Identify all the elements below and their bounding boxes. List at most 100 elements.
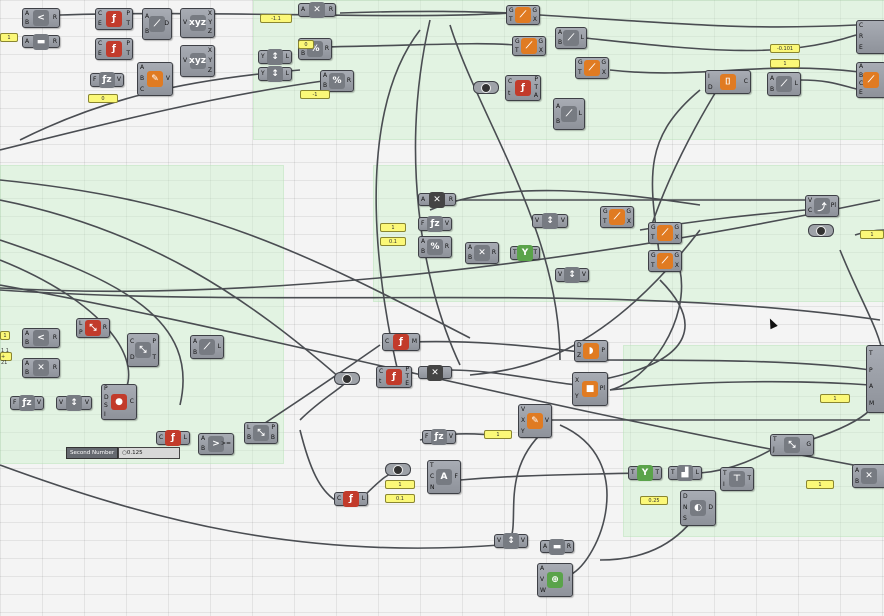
- group-bottom-right: [623, 345, 884, 537]
- panel-value[interactable]: 0.1: [385, 494, 415, 503]
- panel-value[interactable]: -1: [300, 90, 330, 99]
- panel-value[interactable]: 0: [88, 94, 118, 103]
- panel-value[interactable]: -0.101: [770, 44, 800, 53]
- rect-component-2[interactable]: A ▬ R: [540, 538, 574, 555]
- multiply-component-5[interactable]: ✕: [418, 364, 452, 381]
- function-component-1[interactable]: F ƒz V: [90, 72, 124, 88]
- param-circle-2[interactable]: [808, 224, 834, 237]
- panel-value[interactable]: 1: [806, 480, 834, 489]
- panel-value[interactable]: 1: [820, 394, 850, 403]
- param-circle-icon: [342, 373, 352, 384]
- param-text-1[interactable]: [385, 463, 411, 476]
- function-component-3[interactable]: F ƒz V: [10, 395, 44, 411]
- graph-icon: ⟋: [521, 38, 537, 54]
- curve-length-component-2[interactable]: C ƒ L: [334, 491, 368, 507]
- curve-icon: ƒ: [106, 41, 122, 57]
- swap-component-6[interactable]: V ↕ V: [494, 533, 528, 549]
- panel-value[interactable]: 0: [298, 40, 314, 49]
- swap-component-2[interactable]: Y ↕ L: [258, 66, 292, 82]
- function-component-4[interactable]: F ƒz V: [422, 429, 456, 445]
- swap-component-1[interactable]: Y ↕ L: [258, 49, 292, 65]
- swap-component-5[interactable]: V ↕ V: [56, 395, 92, 411]
- panel-value[interactable]: 1: [0, 33, 18, 42]
- graft-icon: ⤡: [784, 437, 800, 453]
- curve-length-component[interactable]: C ƒ L: [156, 430, 190, 446]
- tree-component-1[interactable]: T Y T: [510, 245, 540, 261]
- list-length-component[interactable]: T ▟ L: [668, 465, 702, 481]
- panel-value[interactable]: 1: [385, 480, 415, 489]
- swap-icon: ↕: [503, 533, 519, 549]
- swap-component-4[interactable]: V ↕ V: [555, 267, 589, 283]
- curve-middle-component[interactable]: C ƒ M: [382, 333, 420, 351]
- panel-value[interactable]: 1: [770, 59, 800, 68]
- multiply-component-2[interactable]: A ✕ R: [418, 191, 456, 208]
- panel-value[interactable]: 1: [484, 430, 512, 439]
- panel-value[interactable]: -1.1: [260, 14, 292, 23]
- panel-value[interactable]: 0.1: [380, 237, 406, 246]
- multiply-icon: ✕: [33, 360, 49, 376]
- slider-bar[interactable]: ○ 0.125: [118, 447, 180, 459]
- param-circle-3[interactable]: [334, 372, 360, 385]
- function-icon: ƒz: [431, 429, 447, 445]
- tree-component-2[interactable]: T Y T: [628, 465, 662, 481]
- param-circle-1[interactable]: [473, 81, 499, 94]
- swap-icon: ↕: [267, 49, 283, 65]
- panel-value[interactable]: 1: [380, 223, 406, 232]
- mouse-cursor-icon: [766, 316, 778, 330]
- panel-value[interactable]: 1: [860, 230, 884, 239]
- function-component-2[interactable]: F ƒz V: [418, 216, 452, 232]
- panel-value[interactable]: 1 1 + 21: [0, 348, 12, 366]
- number-slider[interactable]: Second Number ○ 0.125: [66, 447, 180, 459]
- multiply-component-1[interactable]: A ✕ R: [298, 2, 336, 18]
- panel-value[interactable]: 0.25: [640, 496, 668, 505]
- rect-component[interactable]: A ▬ R: [22, 33, 60, 50]
- rectangle-icon: ▬: [549, 538, 565, 555]
- swap-component-3[interactable]: V ↕ V: [532, 213, 568, 229]
- panel-value[interactable]: 1: [0, 331, 10, 340]
